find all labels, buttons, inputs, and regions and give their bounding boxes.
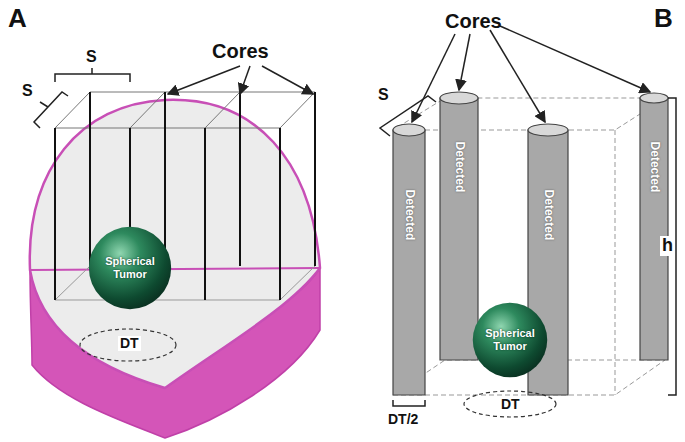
dimension-label: DT (499, 397, 522, 412)
detected-core: Detected (640, 112, 668, 222)
dimension-label: S (22, 82, 33, 100)
detected-core: Detected (528, 160, 568, 270)
spacing-bracket (55, 68, 130, 82)
core-cylinders (393, 92, 668, 395)
detected-label: Detected (402, 190, 416, 241)
tumor-sphere: Spherical Tumor (88, 226, 172, 310)
diameter-ellipse (464, 391, 556, 417)
leader-arrows (412, 26, 650, 122)
panel-letter: B (654, 4, 673, 33)
detected-label: Detected (452, 142, 466, 193)
detected-label: Detected (647, 142, 661, 193)
dimension-label: Cores (212, 40, 269, 62)
dimension-label: h (660, 236, 675, 256)
dimension-label: DT (118, 336, 141, 351)
detected-core: Detected (393, 160, 425, 270)
diameter-ellipse (80, 329, 176, 361)
leader-arrows (168, 66, 313, 94)
spacing-bracket (34, 92, 68, 128)
detected-core: Detected (440, 112, 478, 222)
tumor-label: Spherical Tumor (479, 327, 541, 352)
detected-label: Detected (541, 190, 555, 241)
dimension-label: S (86, 48, 97, 66)
dimension-label: Cores (445, 10, 502, 32)
organ-midline (30, 268, 320, 270)
organ-top (30, 100, 320, 388)
tumor-label: Spherical Tumor (95, 255, 165, 280)
dimension-label: S (378, 86, 389, 104)
dimension-label: DT/2 (388, 412, 418, 427)
panel-letter: A (8, 4, 27, 33)
core-cylinder-outline (393, 98, 665, 395)
tumor-sphere: Spherical Tumor (472, 302, 548, 378)
radius-bracket (393, 400, 425, 406)
